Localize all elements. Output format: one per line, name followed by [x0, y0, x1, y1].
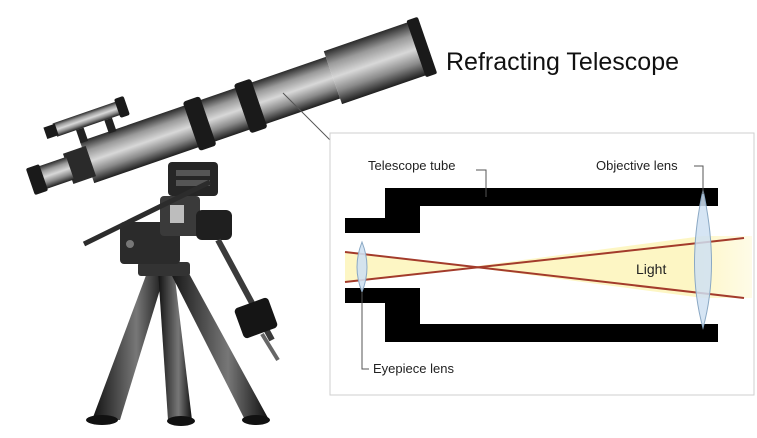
- objective-lens-shape: [694, 189, 712, 330]
- light-ray-upper: [344, 251, 745, 299]
- eyepiece-lens-label: Eyepiece lens: [373, 361, 454, 376]
- light-ray-lower: [344, 237, 745, 283]
- telescope-tube-label: Telescope tube: [368, 158, 455, 173]
- objective-lens-leader: [694, 165, 704, 194]
- tube-wall-bottom: [345, 288, 718, 342]
- telescope-illustration: [26, 17, 437, 426]
- light-label: Light: [636, 261, 666, 277]
- tripod: [86, 262, 270, 426]
- tube-wall-top: [345, 188, 718, 233]
- objective-lens-label: Objective lens: [596, 158, 678, 173]
- telescope-tube-illustration: [26, 17, 437, 195]
- light-beam: [345, 236, 752, 298]
- cross-section-inset: Telescope tube Objective lens Light Eyep…: [329, 132, 755, 396]
- diagram-title: Refracting Telescope: [446, 48, 679, 76]
- telescope-tube-leader: [476, 169, 487, 197]
- eyepiece-lens-leader: [361, 292, 369, 370]
- slow-motion-rod: [82, 179, 212, 247]
- mount: [120, 162, 280, 362]
